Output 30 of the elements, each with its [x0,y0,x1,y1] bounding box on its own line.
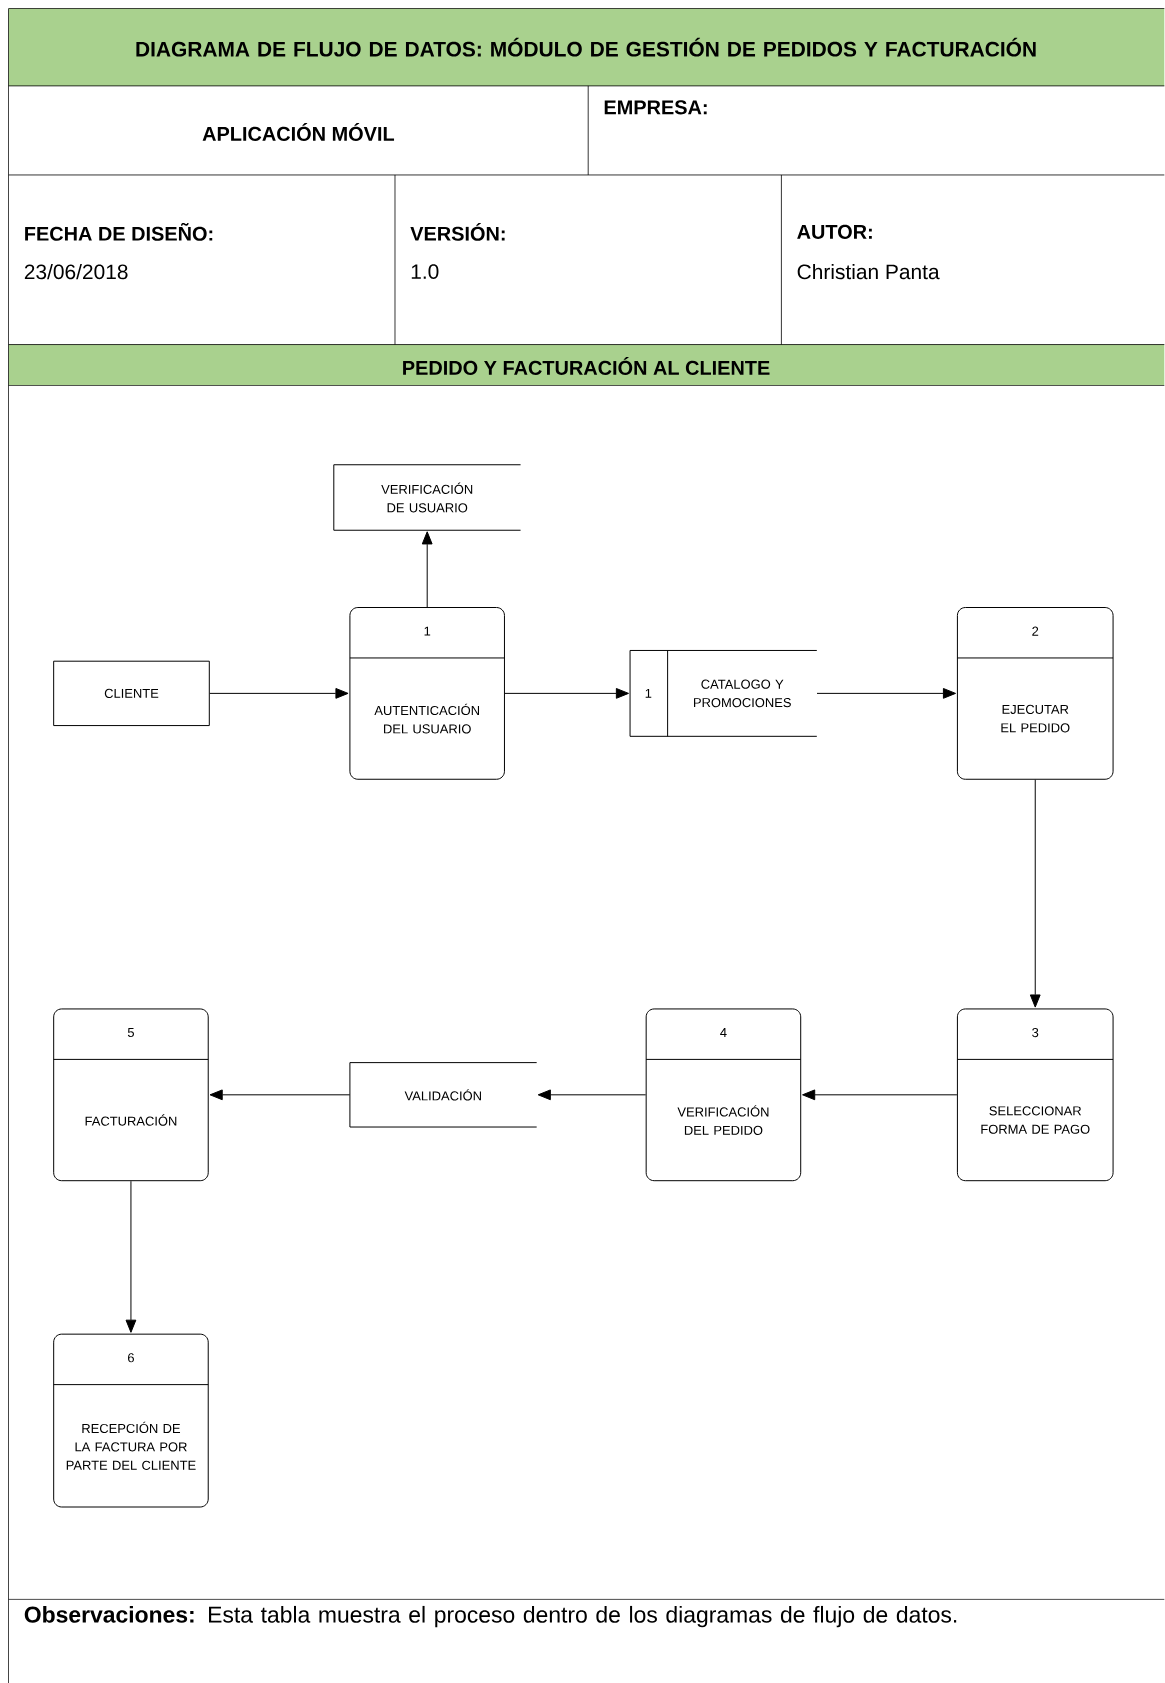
table-cell-text: 1.0 [412,264,439,279]
arrow [504,688,630,699]
arrow [209,688,349,699]
arrow [125,1180,137,1333]
table-cell-text: Christian Panta [797,263,940,280]
arrow [209,1089,351,1101]
process-box: 5 FACTURACIÓN [53,1008,209,1182]
table-cell-text: APLICACIÓN MÓVIL [202,123,395,141]
table-cell-text: AUTOR: [797,224,872,239]
arrow [537,1089,647,1101]
process-box: 6 RECEPCIÓN DE LA FACTURA POR PARTE DEL CLIENTE [53,1333,209,1508]
process-box: 2 EJECUTAR EL PEDIDO [957,607,1114,780]
table-cell-text: EMPRESA: [604,100,707,115]
table-cell-text: VERSIÓN: [410,222,505,241]
arrow [422,531,433,608]
table-cell-text: PEDIDO Y FACTURACIÓN AL CLIENTE [403,357,770,375]
entity-box: CLIENTE [53,660,211,727]
data-store: VERIFICACIÓN DE USUARIO [333,464,522,531]
process-box: 4 VERIFICACIÓN DEL PEDIDO [645,1008,802,1182]
arrow [816,688,957,699]
arrow [802,1089,958,1101]
caption: Observaciones: Esta tabla muestra el proceso dentro de los diagramas de flujo de datos. [24,1605,957,1628]
table-cell-text: FECHA DE DISEÑO: [25,222,213,241]
process-box: 1 AUTENTICACIÓN DEL USUARIO [349,607,506,780]
title: DIAGRAMA DE FLUJO DE DATOS: MÓDULO DE GESTIÓN DE PEDIDOS Y FACTURACIÓN [136,37,1036,57]
table-cell-text: 23/06/2018 [25,263,128,280]
arrow [1030,779,1041,1008]
data-store: 1 CATALOGO Y PROMOCIONES [629,649,818,737]
process-box: 3 SELECCIONAR FORMA DE PAGO [957,1008,1114,1182]
data-store: VALIDACIÓN [349,1062,538,1128]
